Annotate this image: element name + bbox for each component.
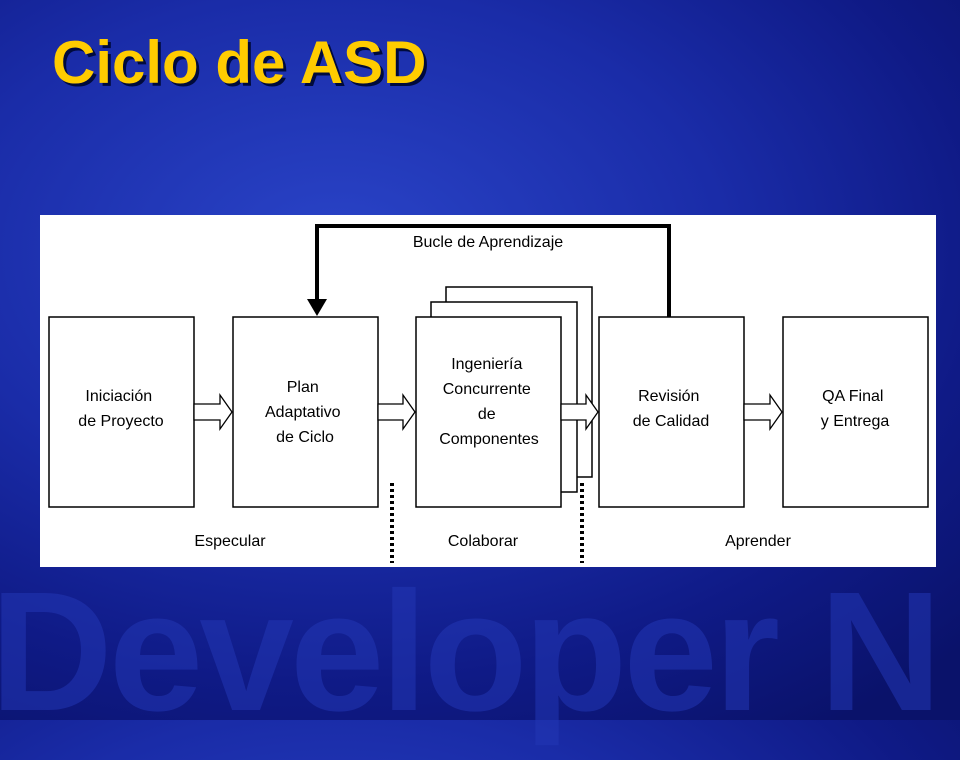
flow-arrow-4: [743, 392, 783, 432]
learning-loop-arrowhead: [307, 299, 327, 316]
flow-arrow-2: [377, 392, 416, 432]
phase-label-aprender: Aprender: [725, 533, 791, 550]
label-revision-line: Revisión: [638, 388, 699, 405]
label-qa-line: y Entrega: [821, 413, 890, 430]
learning-loop-line: [315, 224, 671, 317]
label-qa-line: QA Final: [822, 388, 883, 405]
box-plan: [232, 316, 379, 508]
label-ingenieria-line: Concurrente: [443, 381, 531, 398]
label-ingenieria-line: Ingeniería: [451, 356, 522, 373]
label-plan: Plan Adaptativo de Ciclo: [265, 379, 345, 446]
asd-cycle-diagram: Bucle de Aprendizaje Iniciación de Proye…: [40, 215, 936, 567]
loop-label: Bucle de Aprendizaje: [413, 234, 563, 251]
label-iniciacion-line: Iniciación: [85, 388, 152, 405]
label-plan-line: Adaptativo: [265, 404, 341, 421]
watermark-logo: Developer N: [0, 560, 942, 747]
label-iniciacion-line: de Proyecto: [78, 413, 163, 430]
label-ingenieria-line: Componentes: [439, 431, 539, 448]
box-iniciacion: [48, 316, 195, 508]
label-plan-line: de Ciclo: [276, 429, 334, 446]
box-revision: [598, 316, 745, 508]
box-qa: [782, 316, 929, 508]
watermark-text: Developer N: [0, 560, 938, 747]
label-revision: Revisión de Calidad: [633, 388, 710, 430]
diagram-canvas: Bucle de Aprendizaje Iniciación de Proye…: [48, 224, 929, 563]
label-ingenieria: Ingeniería Concurrente de Componentes: [439, 356, 539, 448]
flow-arrow-3: [560, 392, 599, 432]
label-iniciacion: Iniciación de Proyecto: [78, 388, 163, 430]
label-ingenieria-line: de: [478, 406, 496, 423]
label-plan-line: Plan: [287, 379, 319, 396]
flow-arrow-1: [193, 392, 233, 432]
slide-title: Ciclo de ASD: [52, 29, 427, 96]
label-revision-line: de Calidad: [633, 413, 710, 430]
phase-label-especular: Especular: [194, 533, 266, 550]
phase-label-colaborar: Colaborar: [448, 533, 519, 550]
label-qa: QA Final y Entrega: [821, 388, 890, 430]
